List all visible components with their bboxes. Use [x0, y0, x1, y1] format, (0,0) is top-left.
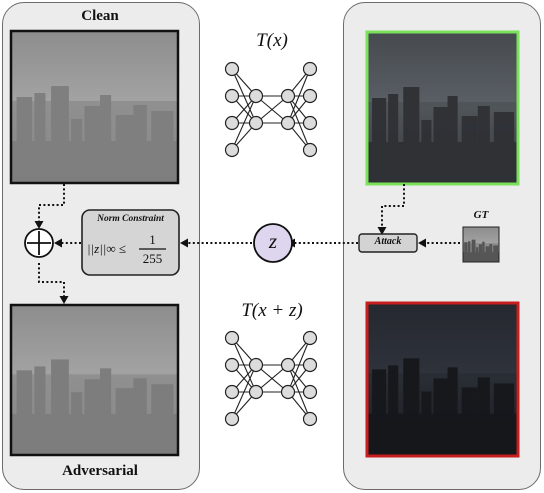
adversarial-image [9, 303, 180, 457]
z-node [253, 223, 293, 263]
attack-label: Attack [374, 236, 402, 247]
network-node [302, 88, 318, 104]
norm-constraint-denominator: 255 [142, 251, 163, 266]
network-node [280, 88, 296, 104]
attack-output-image [365, 301, 520, 458]
network-node [302, 411, 318, 427]
norm-constraint-box [81, 209, 180, 276]
clean-title: Clean [81, 8, 119, 24]
network-node [224, 88, 240, 104]
network-node [302, 330, 318, 346]
network-node [302, 357, 318, 373]
network-node [248, 357, 264, 373]
clean-image [9, 29, 180, 185]
norm-constraint-lhs: ||z||∞ ≤ [87, 241, 127, 256]
network-node [248, 384, 264, 400]
connectors [38, 184, 460, 298]
network-node [302, 142, 318, 158]
network-edge [287, 337, 311, 393]
attack-input-image [365, 30, 520, 186]
gt-thumbnail [462, 226, 500, 263]
network-node [224, 357, 240, 373]
network-node [248, 88, 264, 104]
network-edge [287, 68, 311, 124]
formula-top: T(x) [256, 30, 288, 51]
network-node [302, 384, 318, 400]
network-node [280, 115, 296, 131]
network-node [302, 61, 318, 77]
network-node [224, 330, 240, 346]
network-edge [231, 364, 257, 420]
network-node [224, 142, 240, 158]
network-bottom [224, 330, 318, 427]
formula-bottom: T(x + z) [241, 300, 303, 321]
network-node [280, 357, 296, 373]
gt-label: GT [473, 209, 489, 221]
arrowheads [34, 221, 426, 304]
network-node [248, 115, 264, 131]
norm-constraint-title: Norm Constraint [97, 214, 164, 224]
network-node [280, 384, 296, 400]
network-node [224, 115, 240, 131]
network-node [224, 411, 240, 427]
network-node [302, 115, 318, 131]
network-top [224, 61, 318, 158]
attack-box [358, 233, 418, 253]
network-edge [231, 95, 257, 151]
sum-node [24, 228, 54, 258]
norm-constraint-numerator: 1 [149, 232, 156, 247]
network-node [224, 61, 240, 77]
network-node [224, 384, 240, 400]
z-label: z [268, 229, 278, 253]
adversarial-title: Adversarial [62, 463, 138, 479]
